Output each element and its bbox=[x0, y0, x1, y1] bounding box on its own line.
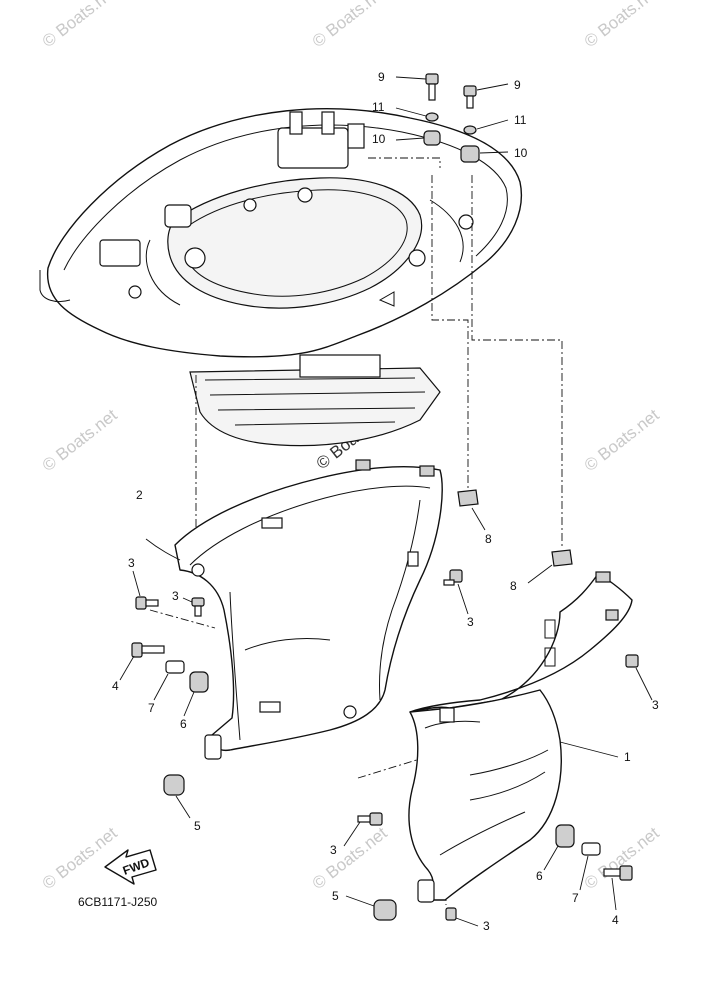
diagram-code: 6CB1171-J250 bbox=[78, 895, 157, 909]
watermark: © Boats.net bbox=[309, 823, 391, 893]
watermark: © Boats.net bbox=[39, 823, 121, 893]
callout-6-right: 6 bbox=[536, 869, 543, 883]
callout-6-left: 6 bbox=[180, 717, 187, 731]
callout-10-right: 10 bbox=[514, 146, 528, 160]
watermark: © Boats.net bbox=[581, 405, 663, 475]
watermark: © Boats.net bbox=[581, 823, 663, 893]
callout-3: 3 bbox=[652, 698, 659, 712]
bottom-cowling bbox=[39, 108, 522, 447]
callout-9-left: 9 bbox=[378, 70, 385, 84]
callout-5-left: 5 bbox=[194, 819, 201, 833]
callout-9-right: 9 bbox=[514, 78, 521, 92]
callout-3: 3 bbox=[467, 615, 474, 629]
callout-10-left: 10 bbox=[372, 132, 386, 146]
right-hardware bbox=[343, 569, 653, 927]
fwd-arrow-icon: FWD bbox=[104, 849, 157, 885]
callout-3: 3 bbox=[172, 589, 179, 603]
callout-1: 1 bbox=[624, 750, 631, 764]
callout-3: 3 bbox=[483, 919, 490, 933]
callout-7-left: 7 bbox=[148, 701, 155, 715]
callout-11-left: 11 bbox=[372, 100, 385, 114]
callout-8-right: 8 bbox=[510, 579, 517, 593]
callout-labels: 9 9 11 11 10 10 8 8 2 1 3 3 3 3 3 3 4 4 … bbox=[112, 70, 659, 933]
callout-2: 2 bbox=[136, 488, 143, 502]
clip-nuts bbox=[457, 489, 573, 584]
left-hardware bbox=[119, 538, 209, 819]
top-hardware bbox=[395, 73, 509, 163]
apron-right bbox=[408, 571, 633, 903]
callout-8-center: 8 bbox=[485, 532, 492, 546]
apron-left bbox=[174, 459, 443, 760]
watermark: © Boats.net bbox=[39, 405, 121, 475]
callout-11-right: 11 bbox=[514, 113, 527, 127]
callout-3: 3 bbox=[128, 556, 135, 570]
callout-5-right: 5 bbox=[332, 889, 339, 903]
watermark: © Boats.net bbox=[39, 0, 121, 51]
watermark: © Boats.net bbox=[581, 0, 663, 51]
callout-3: 3 bbox=[330, 843, 337, 857]
watermark: © Boats.net bbox=[309, 0, 391, 51]
callout-4-right: 4 bbox=[612, 913, 619, 927]
callout-7-right: 7 bbox=[572, 891, 579, 905]
callout-4-left: 4 bbox=[112, 679, 119, 693]
